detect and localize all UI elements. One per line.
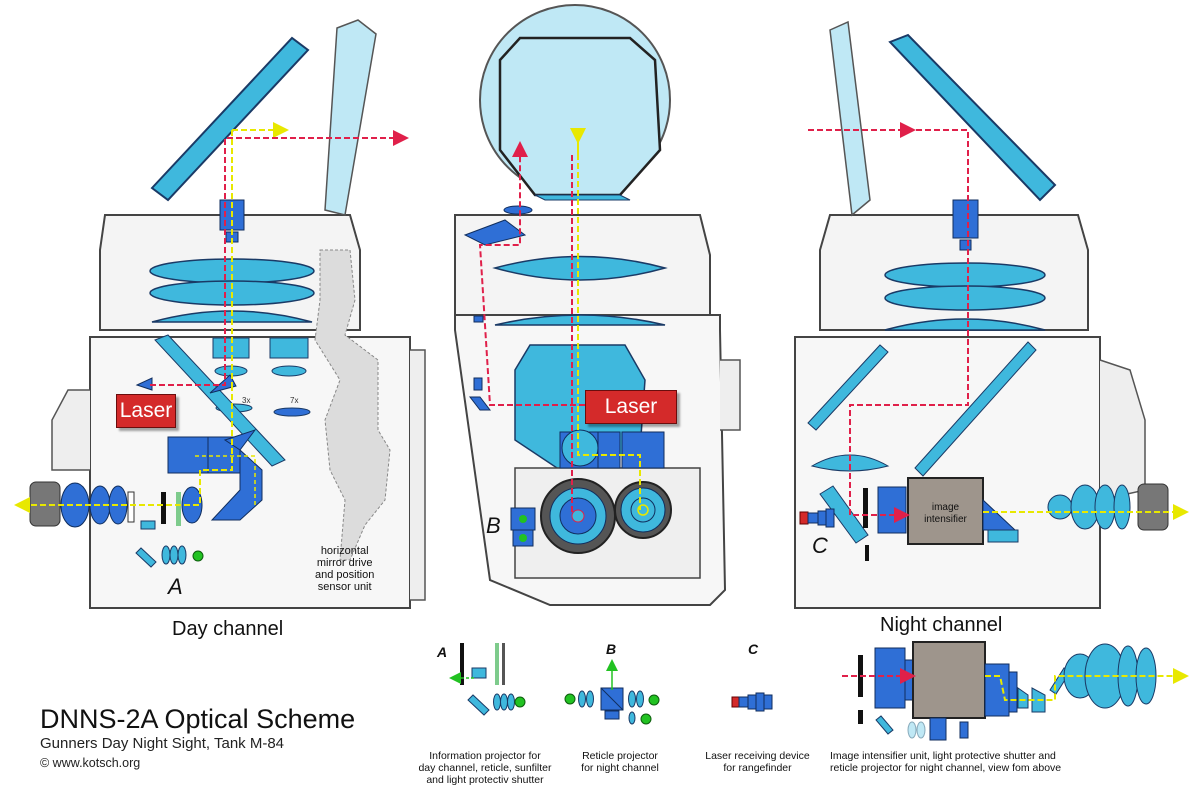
day-pentaprism xyxy=(210,448,263,521)
day-sight-beam xyxy=(18,130,233,505)
detail-b-marker: B xyxy=(606,641,617,657)
day-eyepiece-lens-1 xyxy=(60,482,90,528)
day-prism-block-1 xyxy=(167,436,209,474)
day-shutter xyxy=(161,492,166,524)
page-title: DNNS-2A Optical Scheme xyxy=(40,704,356,734)
marker-c: C xyxy=(812,533,828,558)
night-mirror-right xyxy=(914,341,1037,477)
zoom-7x-label: 7x xyxy=(290,396,299,405)
day-prism-block-2 xyxy=(207,436,241,474)
drive-note: horizontal mirror drive and position sen… xyxy=(315,545,375,593)
night-eyepiece-housing xyxy=(1137,483,1169,531)
night-head-mirror-1 xyxy=(829,20,871,217)
day-channel-panel xyxy=(18,19,426,609)
center-day-beam xyxy=(577,145,641,510)
night-channel-panel xyxy=(794,20,1189,609)
day-channel-title: Day channel xyxy=(172,618,284,640)
center-head-prism xyxy=(498,36,662,197)
night-head-mirror-2 xyxy=(888,33,1057,202)
day-laser-beam xyxy=(150,130,409,386)
center-splitter xyxy=(463,219,527,246)
horizontal-mirror-drive xyxy=(314,249,391,561)
center-laser-beam xyxy=(478,141,585,406)
center-upper-lens xyxy=(492,255,668,281)
detail-c xyxy=(731,692,773,712)
center-laser-label: Laser xyxy=(585,390,677,424)
center-laser-text: Laser xyxy=(604,395,658,418)
night-mirror-left xyxy=(807,344,889,431)
detail-b-caption: Reticle projector for night channel xyxy=(581,750,659,774)
zoom-3x-label: 3x xyxy=(242,396,251,405)
marker-a: A xyxy=(168,574,183,599)
detail-a-caption: Information projector for day channel, r… xyxy=(418,750,552,786)
copyright: © www.kotsch.org xyxy=(40,756,141,770)
detail-intensifier-caption: Image intensifier unit, light protective… xyxy=(830,750,1062,774)
info-projector-lamp xyxy=(192,550,204,562)
day-head-mirror-2 xyxy=(324,19,377,216)
detail-intensifier xyxy=(842,641,1189,741)
center-prism-block-2 xyxy=(621,431,665,469)
night-channel-title: Night channel xyxy=(880,614,1003,636)
day-objective-lens-3 xyxy=(151,310,313,323)
zoom-lens-group-2 xyxy=(269,337,309,359)
night-splitter xyxy=(819,485,869,544)
detail-a xyxy=(449,643,526,716)
image-intensifier xyxy=(907,477,984,545)
day-reticle xyxy=(140,520,156,530)
detail-c-marker: C xyxy=(748,641,759,657)
intensifier-label: image intensifier xyxy=(924,502,967,525)
detail-a-marker: A xyxy=(437,644,448,660)
day-sunfilter xyxy=(176,492,181,526)
page-subtitle: Gunners Day Night Sight, Tank M-84 xyxy=(40,735,285,752)
detail-b xyxy=(564,659,660,725)
marker-b: B xyxy=(486,513,501,538)
info-projector-mirror xyxy=(135,547,157,568)
detail-c-caption: Laser receiving device for rangefinder xyxy=(705,750,810,774)
laser-receiver-c xyxy=(799,511,809,525)
day-laser-label: Laser xyxy=(116,394,176,428)
night-housing xyxy=(794,336,1101,609)
day-head-mirror-1 xyxy=(150,36,310,202)
day-laser-text: Laser xyxy=(119,399,173,422)
night-intensifier-input xyxy=(877,486,907,534)
laser-panel xyxy=(454,4,741,606)
